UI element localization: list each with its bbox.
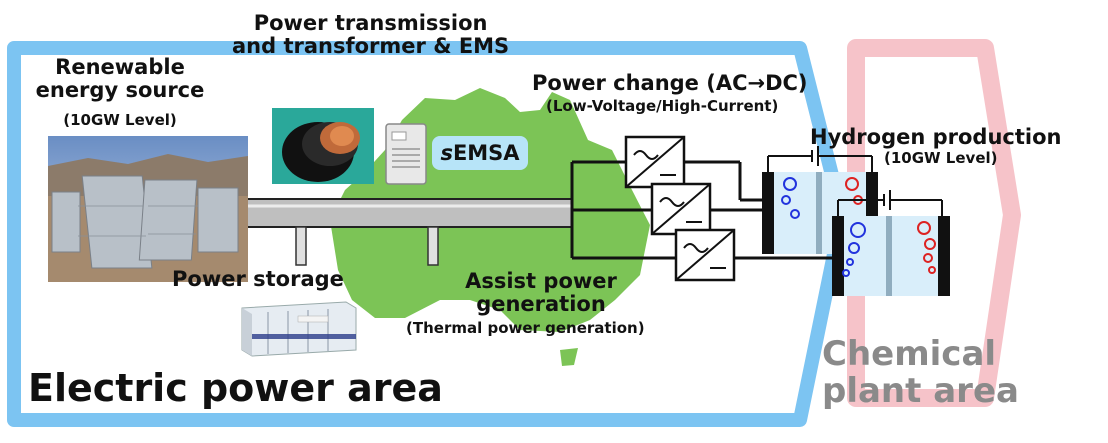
converter-wiring xyxy=(570,160,834,260)
assist-sub: (Thermal power generation) xyxy=(406,319,645,337)
power-change-title: Power change (AC→DC) xyxy=(532,71,808,95)
solar-field-photo xyxy=(48,136,248,282)
transmission-label-line2: and transformer & EMS xyxy=(232,34,510,59)
semsa-rest: EMSA xyxy=(452,141,520,165)
transmission-label-line1: Power transmission xyxy=(253,11,488,35)
assist-connector xyxy=(427,226,439,266)
semsa-server-icon xyxy=(385,123,427,185)
converter-3 xyxy=(674,228,736,282)
cable-photo xyxy=(272,108,374,184)
tasmania xyxy=(560,348,578,366)
electrolyzer-cell-2 xyxy=(832,190,950,296)
assist-label: Assist power generation xyxy=(446,269,636,317)
chemical-area-label: Chemical plant area xyxy=(822,336,1019,409)
chemical-area-line1: Chemical xyxy=(822,334,997,374)
converter-1 xyxy=(624,135,686,189)
power-change-sub: (Low-Voltage/High-Current) xyxy=(546,97,779,115)
chemical-area-frame xyxy=(847,39,1021,407)
chemical-area-line2: plant area xyxy=(822,370,1019,411)
renewable-level: (10GW Level) xyxy=(63,111,177,129)
hydrogen-level: (10GW Level) xyxy=(884,149,998,167)
renewable-label-line2: energy source xyxy=(35,78,205,103)
semsa-label: sEMSA xyxy=(432,136,528,170)
assist-label-line1: Assist power xyxy=(465,269,617,293)
hydrogen-title: Hydrogen production xyxy=(810,125,1062,149)
storage-label: Power storage xyxy=(172,267,344,291)
converter-2 xyxy=(650,182,712,236)
storage-connector xyxy=(295,226,307,266)
renewable-label: Renewable energy source xyxy=(14,55,226,103)
assist-label-line2: generation xyxy=(476,292,606,317)
battery-container-photo xyxy=(241,301,357,357)
renewable-label-line1: Renewable xyxy=(55,55,185,79)
electric-area-label: Electric power area xyxy=(28,366,443,410)
semsa-prefix: s xyxy=(440,141,453,165)
transmission-label: Power transmission and transformer & EMS xyxy=(232,11,510,59)
transmission-cable xyxy=(231,198,573,228)
